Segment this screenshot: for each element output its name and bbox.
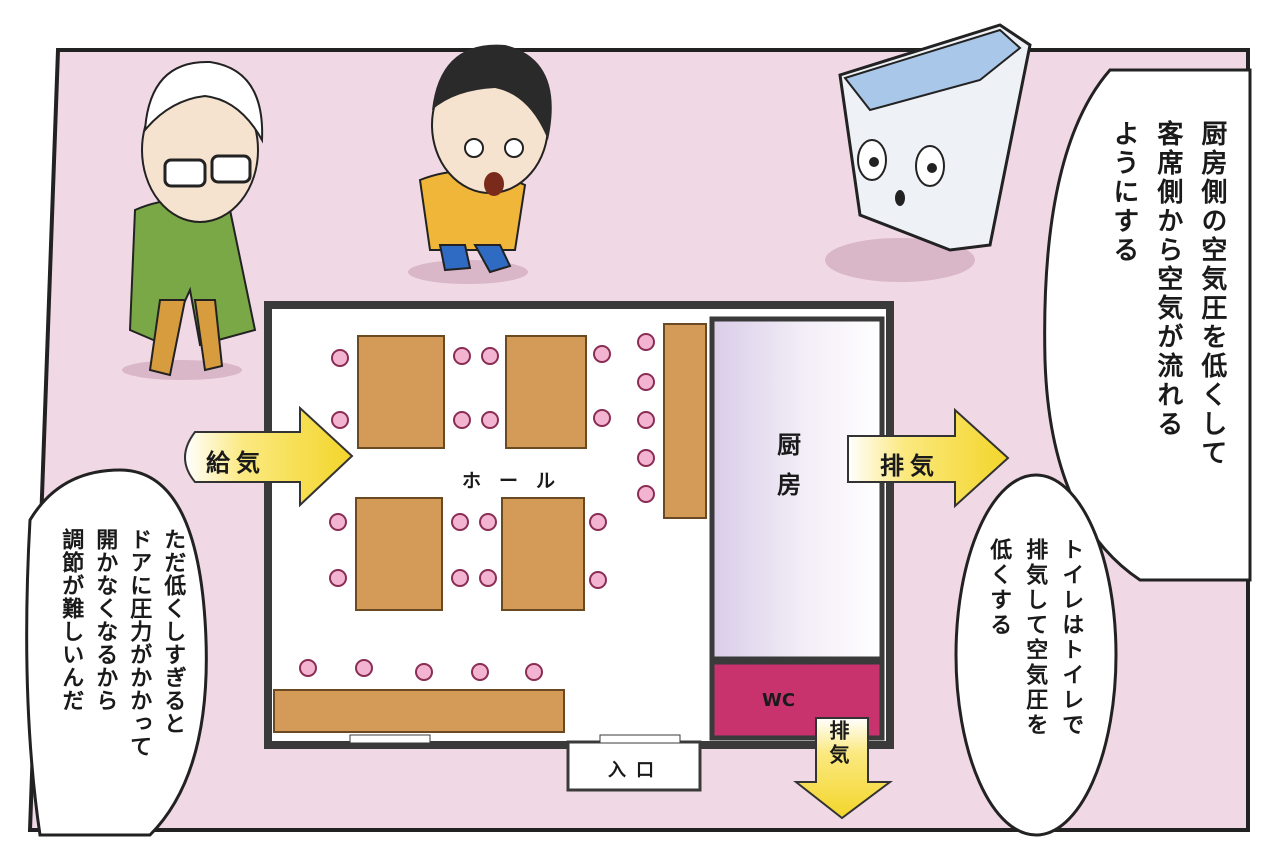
chair [415, 663, 433, 681]
floor-plan [264, 301, 894, 792]
chair [329, 513, 347, 531]
chair [479, 569, 497, 587]
kitchen-room [709, 316, 885, 662]
chair [299, 659, 317, 677]
supply-arrow [184, 405, 354, 508]
chair [453, 347, 471, 365]
table [501, 497, 585, 611]
chair [479, 513, 497, 531]
chair [589, 513, 607, 531]
chair [471, 663, 489, 681]
man-speech-line-3: 開かなくなるから [92, 528, 118, 712]
man-speech-line-2: ドアに圧力がかかって [126, 528, 152, 758]
counter-right [663, 323, 707, 519]
table [355, 497, 443, 611]
table [505, 335, 587, 449]
man-speech-bubble [25, 468, 208, 837]
small-speech-bubble [954, 473, 1118, 837]
chair [593, 409, 611, 427]
chair [331, 349, 349, 367]
boy [408, 44, 552, 284]
chair [453, 411, 471, 429]
chair [481, 347, 499, 365]
supply-air-label: 給気 [206, 449, 266, 477]
kitchen-label: 厨房 [772, 432, 801, 512]
chair [589, 571, 607, 589]
kitchen-exhaust-arrow [847, 407, 1010, 509]
man-speech-line-1: ただ低くしすぎると [160, 528, 186, 735]
chair [637, 373, 655, 391]
table [357, 335, 445, 449]
hall-label: ホール [462, 470, 574, 492]
wc-exhaust-arrow [793, 717, 893, 820]
chair [637, 449, 655, 467]
chair [451, 569, 469, 587]
wc-room [709, 659, 885, 741]
chair [331, 411, 349, 429]
chair [329, 569, 347, 587]
chair [355, 659, 373, 677]
range-hood-mascot [825, 23, 1032, 282]
small-speech-line-3: 低くする [986, 538, 1012, 638]
small-speech-line-1: トイレはトイレで [1058, 538, 1084, 738]
wc-label: WC [762, 690, 796, 711]
speech-bubbles [25, 68, 1252, 837]
chair [525, 663, 543, 681]
chair [593, 345, 611, 363]
chairs [299, 333, 655, 681]
entrance-box [566, 740, 702, 792]
chair [481, 411, 499, 429]
chair [451, 513, 469, 531]
counter-bottom [273, 689, 565, 733]
hood-speech-line-2: 客席側から空気が流れる [1152, 120, 1183, 439]
kitchen-exhaust-label: 排気 [880, 452, 940, 480]
chair [637, 485, 655, 503]
hood-speech-bubble [1043, 68, 1252, 582]
chair [637, 333, 655, 351]
entrance-label: 入口 [608, 760, 664, 781]
hood-speech-line-1: 厨房側の空気圧を低くして [1196, 120, 1227, 468]
man-speech-line-4: 調節が難しいんだ [58, 528, 84, 712]
older-man [122, 60, 264, 380]
hood-speech-line-3: ようにする [1108, 120, 1139, 265]
chair [637, 411, 655, 429]
small-speech-line-2: 排気して空気圧を [1022, 538, 1048, 738]
airflow-arrows [184, 405, 1010, 820]
wc-exhaust-label: 排気 [826, 720, 850, 768]
